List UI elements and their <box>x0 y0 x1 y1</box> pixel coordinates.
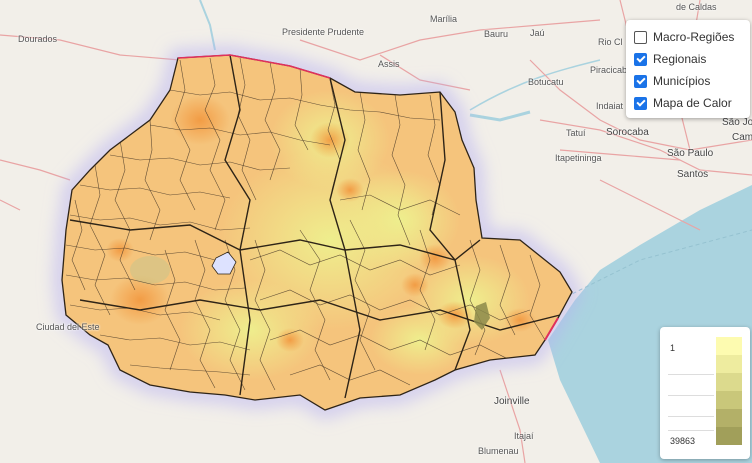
city-label: Marília <box>430 14 458 24</box>
layer-control: Macro-Regiões Regionais Municípios Mapa … <box>626 20 750 118</box>
city-label: Assis <box>378 59 400 69</box>
legend-swatch <box>716 355 742 373</box>
legend-divider <box>668 374 714 375</box>
city-label: Botucatu <box>528 77 564 87</box>
city-label: Itajaí <box>514 431 534 441</box>
city-label: Ciudad del Este <box>36 322 100 332</box>
layer-label: Mapa de Calor <box>653 96 732 110</box>
state-border-north <box>177 54 331 79</box>
city-label: Dourados <box>18 34 58 44</box>
legend-swatch <box>716 427 742 445</box>
state-border-coast <box>544 317 559 341</box>
city-label: Jaú <box>530 28 545 38</box>
checkbox-icon[interactable] <box>634 30 647 44</box>
city-label: Piracicab <box>590 65 628 75</box>
layer-toggle-municipios[interactable]: Municípios <box>634 70 744 92</box>
city-label: Joinville <box>494 396 530 407</box>
layer-label: Municípios <box>653 74 711 88</box>
layer-label: Regionais <box>653 52 707 66</box>
city-label: de Caldas <box>676 2 717 12</box>
city-label: Rio Cl <box>598 37 623 47</box>
state-outline <box>61 54 573 411</box>
legend-swatch <box>716 409 742 427</box>
checkbox-checked-icon[interactable] <box>634 74 647 88</box>
city-label: São Paulo <box>667 148 714 159</box>
city-label: Santos <box>677 169 709 180</box>
hole-area <box>211 251 237 275</box>
city-label: Bauru <box>484 29 509 39</box>
legend-divider <box>668 416 714 417</box>
checkbox-checked-icon[interactable] <box>634 52 647 66</box>
city-label: Indaiat <box>596 101 624 111</box>
legend-divider <box>668 430 714 431</box>
layer-toggle-regionais[interactable]: Regionais <box>634 48 744 70</box>
layer-label: Macro-Regiões <box>653 30 735 44</box>
checkbox-checked-icon[interactable] <box>634 96 647 110</box>
legend-min-label: 1 <box>670 343 676 353</box>
river <box>469 110 531 122</box>
city-label: Presidente Prudente <box>282 27 365 37</box>
river <box>199 0 216 51</box>
legend-divider <box>668 395 714 396</box>
layer-toggle-macro-regioes[interactable]: Macro-Regiões <box>634 26 744 48</box>
city-label: Tatuí <box>566 128 586 138</box>
heatmap-legend: 1 39863 <box>660 327 750 459</box>
city-label: Sorocaba <box>606 127 649 138</box>
legend-swatch <box>716 337 742 355</box>
city-label: Itapetininga <box>555 153 602 163</box>
city-label: Blumenau <box>478 446 519 456</box>
city-label: São Jo <box>722 117 752 128</box>
highlighted-municipality[interactable] <box>474 302 490 330</box>
legend-swatch <box>716 373 742 391</box>
maritime-boundary <box>559 229 752 301</box>
legend-max-label: 39863 <box>670 436 696 446</box>
city-label: Cam <box>732 132 752 143</box>
river <box>469 59 601 111</box>
legend-swatch <box>716 391 742 409</box>
layer-toggle-mapa-de-calor[interactable]: Mapa de Calor <box>634 92 744 114</box>
